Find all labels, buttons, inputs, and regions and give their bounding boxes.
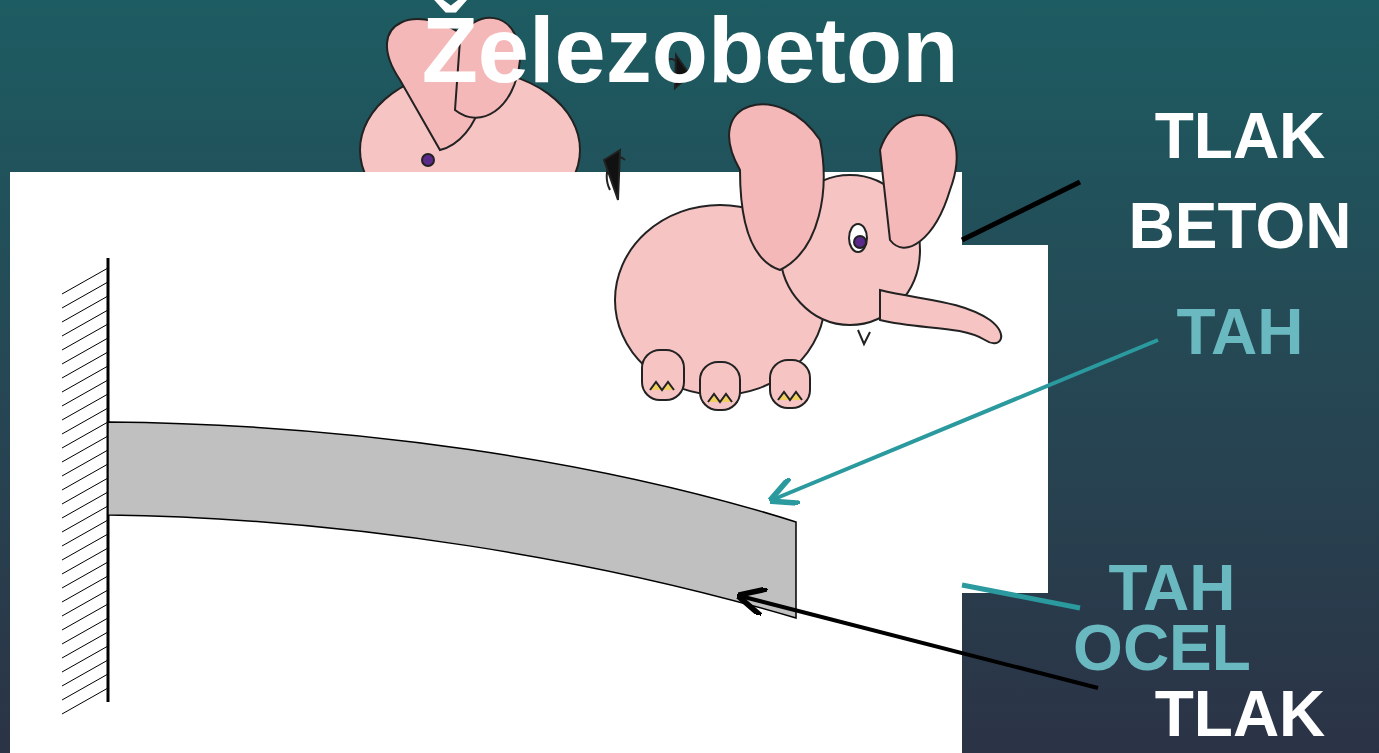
leader-arrow	[772, 340, 1158, 500]
leader-arrow	[740, 596, 1098, 688]
white-panel	[10, 172, 962, 753]
part-label: BETON	[1129, 194, 1352, 258]
part-label: TLAK	[1155, 104, 1326, 168]
part-label: TAH	[1109, 556, 1236, 620]
elephant-front	[604, 104, 1001, 410]
wall-hatching	[62, 268, 108, 714]
part-label: TAH	[1177, 300, 1304, 364]
part-label: OCEL	[1073, 616, 1251, 680]
white-panel-extension	[962, 245, 1048, 593]
leader-line	[962, 182, 1080, 240]
cantilever-beam	[108, 422, 796, 618]
title: Železobeton	[422, 4, 959, 96]
leader-line	[962, 585, 1080, 608]
part-label: TLAK	[1155, 682, 1326, 746]
